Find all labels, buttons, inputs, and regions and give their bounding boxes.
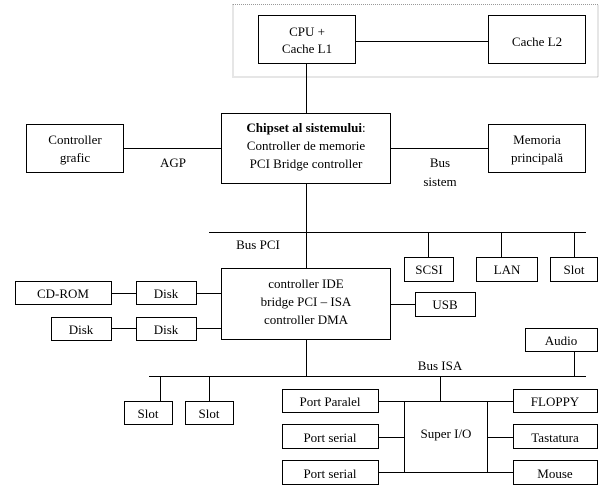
svg-text:Port serial: Port serial [303,466,356,481]
svg-text:Slot: Slot [199,406,220,421]
svg-text:Disk: Disk [69,322,94,337]
isa-bus-label: Bus ISA [418,358,463,373]
pci-bridge-label: PCI Bridge controller [250,156,363,171]
mouse-box: Mouse [513,460,598,485]
agp-label: AGP [160,155,186,170]
cdrom-box: CD-ROM [15,281,112,305]
cpu-box: CPU + Cache L1 [258,15,356,64]
svg-text:Cache L2: Cache L2 [512,34,562,49]
cache-l1-label: Cache L1 [282,41,332,56]
lan-box: LAN [476,257,538,282]
serial-port-box: Port serial [282,460,379,485]
svg-text:Controller: Controller [48,132,102,147]
svg-text:FLOPPY: FLOPPY [531,394,580,409]
pci-bus-label: Bus PCI [236,237,280,252]
svg-text:Slot: Slot [564,262,585,277]
southbridge-box: controller IDE bridge PCI – ISA controll… [221,268,391,340]
svg-text:Super I/O: Super I/O [421,426,472,441]
svg-text:controller DMA: controller DMA [264,312,349,327]
svg-text:Tastatura: Tastatura [531,430,579,445]
svg-text:Audio: Audio [545,333,578,348]
svg-text:Disk: Disk [154,322,179,337]
cpu-group-outline [232,4,599,78]
disk-box: Disk [51,317,112,341]
svg-text:Slot: Slot [138,406,159,421]
floppy-box: FLOPPY [513,389,598,413]
svg-text:controller IDE: controller IDE [268,276,344,291]
svg-text:Chipset al sistemului:: Chipset al sistemului: [246,120,365,135]
svg-text:LAN: LAN [494,262,521,277]
chipset-title: Chipset al sistemului [246,120,362,135]
system-bus-label: Bus [430,155,450,170]
graphics-controller-box: Controller grafic [26,124,124,173]
svg-text:Mouse: Mouse [537,466,573,481]
disk-box: Disk [136,281,197,305]
isa-slot-box: Slot [124,401,173,425]
chipset-box: Chipset al sistemului: Controller de mem… [221,113,391,184]
scsi-box: SCSI [404,257,454,282]
memory-controller-label: Controller de memorie [247,138,366,153]
disk-box: Disk [136,317,197,341]
svg-text:Memoria: Memoria [513,132,561,147]
parallel-port-box: Port Paralel [282,389,379,413]
serial-port-box: Port serial [282,424,379,449]
main-memory-box: Memoria principală [488,124,586,173]
super-io-box: Super I/O [404,401,488,473]
svg-text:bridge PCI – ISA: bridge PCI – ISA [261,294,352,309]
svg-text:USB: USB [432,297,458,312]
svg-text:Port Paralel: Port Paralel [299,394,360,409]
cpu-label: CPU + [289,24,325,39]
svg-text:Disk: Disk [154,286,179,301]
isa-slot-box: Slot [185,401,234,425]
pci-slot-box: Slot [550,257,598,282]
svg-text:principală: principală [511,150,563,165]
keyboard-box: Tastatura [513,424,598,449]
cache-l2-box: Cache L2 [488,15,586,64]
svg-text:CD-ROM: CD-ROM [37,286,89,301]
audio-box: Audio [525,328,598,352]
system-bus-label-2: sistem [423,174,456,189]
svg-text:grafic: grafic [60,150,91,165]
svg-text:Port serial: Port serial [303,430,356,445]
svg-text:SCSI: SCSI [415,262,442,277]
usb-box: USB [415,292,476,317]
